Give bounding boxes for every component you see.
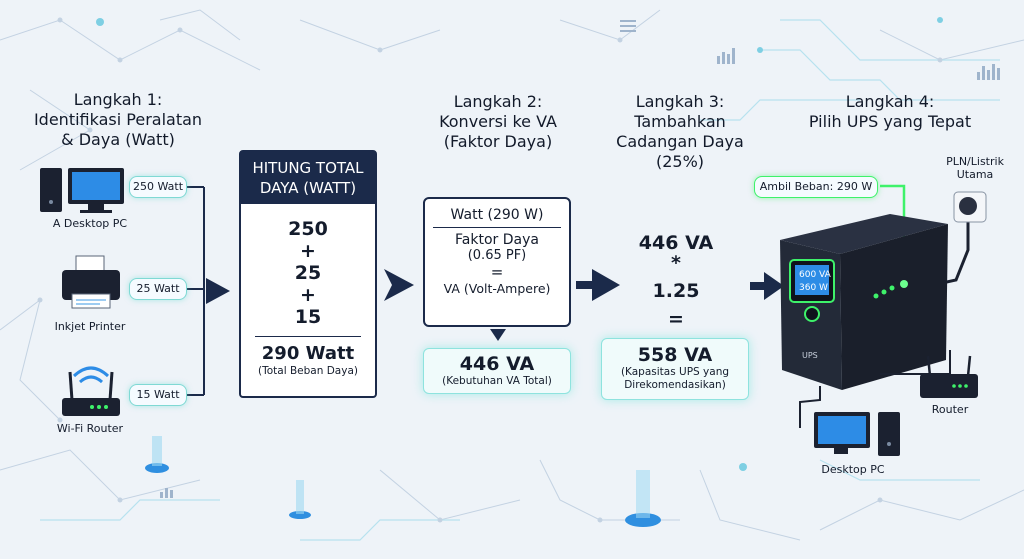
wifi-router-icon — [62, 366, 120, 416]
ups-device-icon — [780, 214, 948, 390]
reserve-result-box: 558 VA (Kapasitas UPS yang Direkomendasi… — [601, 338, 749, 400]
ups-graphic: 600 VA 360 W UPS — [780, 184, 987, 456]
conversion-result: 446 VA — [459, 353, 535, 375]
reserve-operator: * — [671, 252, 681, 274]
connected-desktop-pc-icon — [814, 412, 900, 456]
conversion-va-unit: VA (Volt-Ampere) — [443, 281, 551, 296]
reserve-value-2: 1.25 — [652, 280, 700, 302]
arrow-to-ups — [750, 272, 784, 300]
total-plus-2: + — [300, 284, 316, 306]
total-value-1: 250 — [288, 218, 328, 240]
ups-screen-line-2: 360 W — [799, 283, 828, 293]
desktop-pc-label: A Desktop PC — [52, 217, 128, 230]
total-value-3: 15 — [294, 306, 322, 328]
ups-brand-label: UPS — [802, 351, 818, 360]
total-plus-1: + — [300, 240, 316, 262]
conversion-box: Watt (290 W) Faktor Daya (0.65 PF) = VA … — [423, 197, 571, 327]
total-result: 290 Watt — [261, 343, 355, 364]
conversion-pf: (0.65 PF) — [467, 248, 527, 263]
total-value-2: 25 — [294, 262, 322, 284]
printer-label: Inkjet Printer — [54, 320, 126, 333]
printer-icon — [62, 255, 120, 309]
load-badge: Ambil Beban: 290 W — [754, 176, 878, 198]
router-watt-badge: 15 Watt — [129, 384, 187, 406]
arrow-to-conversion — [384, 269, 414, 301]
conversion-numerator: Watt (290 W) — [433, 207, 561, 228]
conversion-note: (Kebutuhan VA Total) — [442, 375, 552, 387]
arrow-down-conversion — [490, 329, 506, 341]
desktop-pc-icon — [40, 168, 124, 213]
reserve-note: (Kapasitas UPS yang Direkomendasikan) — [620, 366, 730, 391]
step-3-title: Langkah 3: Tambahkan Cadangan Daya (25%) — [616, 92, 744, 171]
step-2-title: Langkah 2: Konversi ke VA (Faktor Daya) — [439, 92, 557, 151]
step-1-title: Langkah 1: Identifikasi Peralatan & Daya… — [33, 90, 203, 149]
printer-watt-badge: 25 Watt — [129, 278, 187, 300]
devices-graphic — [40, 168, 230, 416]
router-label: Wi-Fi Router — [56, 422, 124, 435]
power-outlet-icon — [953, 191, 987, 223]
reserve-calc: 446 VA * 1.25 = — [620, 232, 732, 330]
router-output-label: Router — [931, 403, 969, 416]
router-icon — [920, 355, 978, 398]
ups-screen-line-1: 600 VA — [799, 270, 832, 280]
conversion-denominator: Faktor Daya — [455, 232, 539, 248]
step-4-title: Langkah 4: Pilih UPS yang Tepat — [808, 92, 972, 131]
total-note: (Total Beban Daya) — [258, 365, 358, 377]
reserve-equals: = — [668, 308, 684, 330]
total-watt-box: HITUNG TOTAL DAYA (WATT) 250 + 25 + 15 2… — [239, 150, 377, 398]
arrow-to-reserve — [576, 269, 620, 301]
desktop-watt-badge: 250 Watt — [129, 176, 187, 198]
reserve-result: 558 VA — [637, 344, 713, 366]
reserve-value-1: 446 VA — [638, 232, 714, 254]
total-watt-header: HITUNG TOTAL DAYA (WATT) — [241, 152, 375, 204]
conversion-result-box: 446 VA (Kebutuhan VA Total) — [423, 348, 571, 394]
mains-label: PLN/Listrik Utama — [946, 155, 1004, 181]
conversion-equals: = — [490, 263, 504, 281]
desktop-output-label: Desktop PC — [821, 463, 885, 476]
